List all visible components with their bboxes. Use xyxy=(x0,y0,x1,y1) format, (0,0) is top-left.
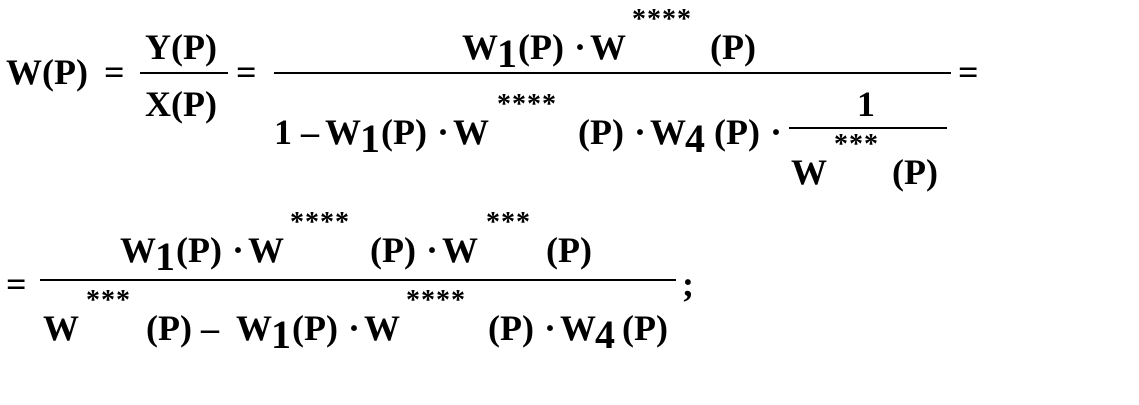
f2-den-sub4: 4 xyxy=(685,116,705,161)
l2-den-w4: W xyxy=(560,308,596,348)
f2-num-sub1: 1 xyxy=(497,31,517,76)
l2-den-w2: W xyxy=(236,308,272,348)
l2-den-w: W xyxy=(43,308,79,348)
inner-frac-den-w: W xyxy=(791,152,827,192)
f2-den-p1: (P) xyxy=(381,112,427,152)
f2-den-dot1: · xyxy=(437,112,450,152)
line2-fraction-bar xyxy=(40,279,676,281)
l2-den-p1-minus: (P) – xyxy=(146,308,219,348)
lhs-w-of-p: W(P) xyxy=(6,52,88,92)
l2-num-w: W xyxy=(120,230,156,270)
inner-frac-den-p: (P) xyxy=(892,152,938,192)
l2-num-p3: (P) xyxy=(546,230,592,270)
f2-num-p1: (P) xyxy=(518,27,564,67)
line2-semicolon: ; xyxy=(682,264,694,304)
fraction1-numerator: Y(P) xyxy=(145,27,217,67)
inner-frac-den-stars: *** xyxy=(834,129,879,160)
l2-den-stars3: *** xyxy=(86,285,131,316)
f2-den-p3: (P) xyxy=(714,112,760,152)
f2-den-one-minus: 1 – xyxy=(274,112,319,152)
l2-den-sub4: 4 xyxy=(595,312,615,357)
l2-den-p4: (P) xyxy=(622,308,668,348)
l2-num-dot1: · xyxy=(232,230,245,270)
f2-num-w2: W xyxy=(590,27,626,67)
l2-den-p2: (P) xyxy=(292,308,338,348)
l2-num-stars3: *** xyxy=(486,207,531,238)
inner-fraction-bar xyxy=(789,127,947,129)
fraction1-denominator: X(P) xyxy=(145,84,217,124)
l2-den-sub1: 1 xyxy=(271,312,291,357)
f2-num-dot: · xyxy=(574,27,587,67)
l2-den-stars4: **** xyxy=(406,285,466,316)
f2-num-p2: (P) xyxy=(710,27,756,67)
equals-sign-2: = xyxy=(236,52,257,92)
l2-den-dot1: · xyxy=(348,308,361,348)
l2-num-p1: (P) xyxy=(176,230,222,270)
f2-den-dot2: · xyxy=(634,112,647,152)
l2-num-dot2: · xyxy=(426,230,439,270)
line2-equals: = xyxy=(6,264,27,304)
fraction2-bar xyxy=(274,72,951,74)
inner-frac-numerator: 1 xyxy=(857,84,875,124)
f2-den-sub1: 1 xyxy=(360,116,380,161)
f2-den-w4: W xyxy=(650,112,686,152)
f2-den-w: W xyxy=(325,112,361,152)
l2-num-stars4: **** xyxy=(290,207,350,238)
f2-den-w2: W xyxy=(453,112,489,152)
l2-den-p3: (P) xyxy=(488,308,534,348)
l2-num-w2: W xyxy=(248,230,284,270)
f2-den-dot3: · xyxy=(770,112,783,152)
l2-num-sub1: 1 xyxy=(155,234,175,279)
l2-num-w3: W xyxy=(442,230,478,270)
l2-den-w3: W xyxy=(364,308,400,348)
f2-num-stars: **** xyxy=(632,4,692,35)
f2-den-p2: (P) xyxy=(578,112,624,152)
f2-num-w: W xyxy=(462,27,498,67)
f2-den-stars: **** xyxy=(497,89,557,120)
l2-den-dot2: · xyxy=(544,308,557,348)
equals-sign-1: = xyxy=(104,52,125,92)
equals-sign-3: = xyxy=(958,52,979,92)
fraction1-bar xyxy=(140,72,228,74)
l2-num-p2: (P) xyxy=(370,230,416,270)
